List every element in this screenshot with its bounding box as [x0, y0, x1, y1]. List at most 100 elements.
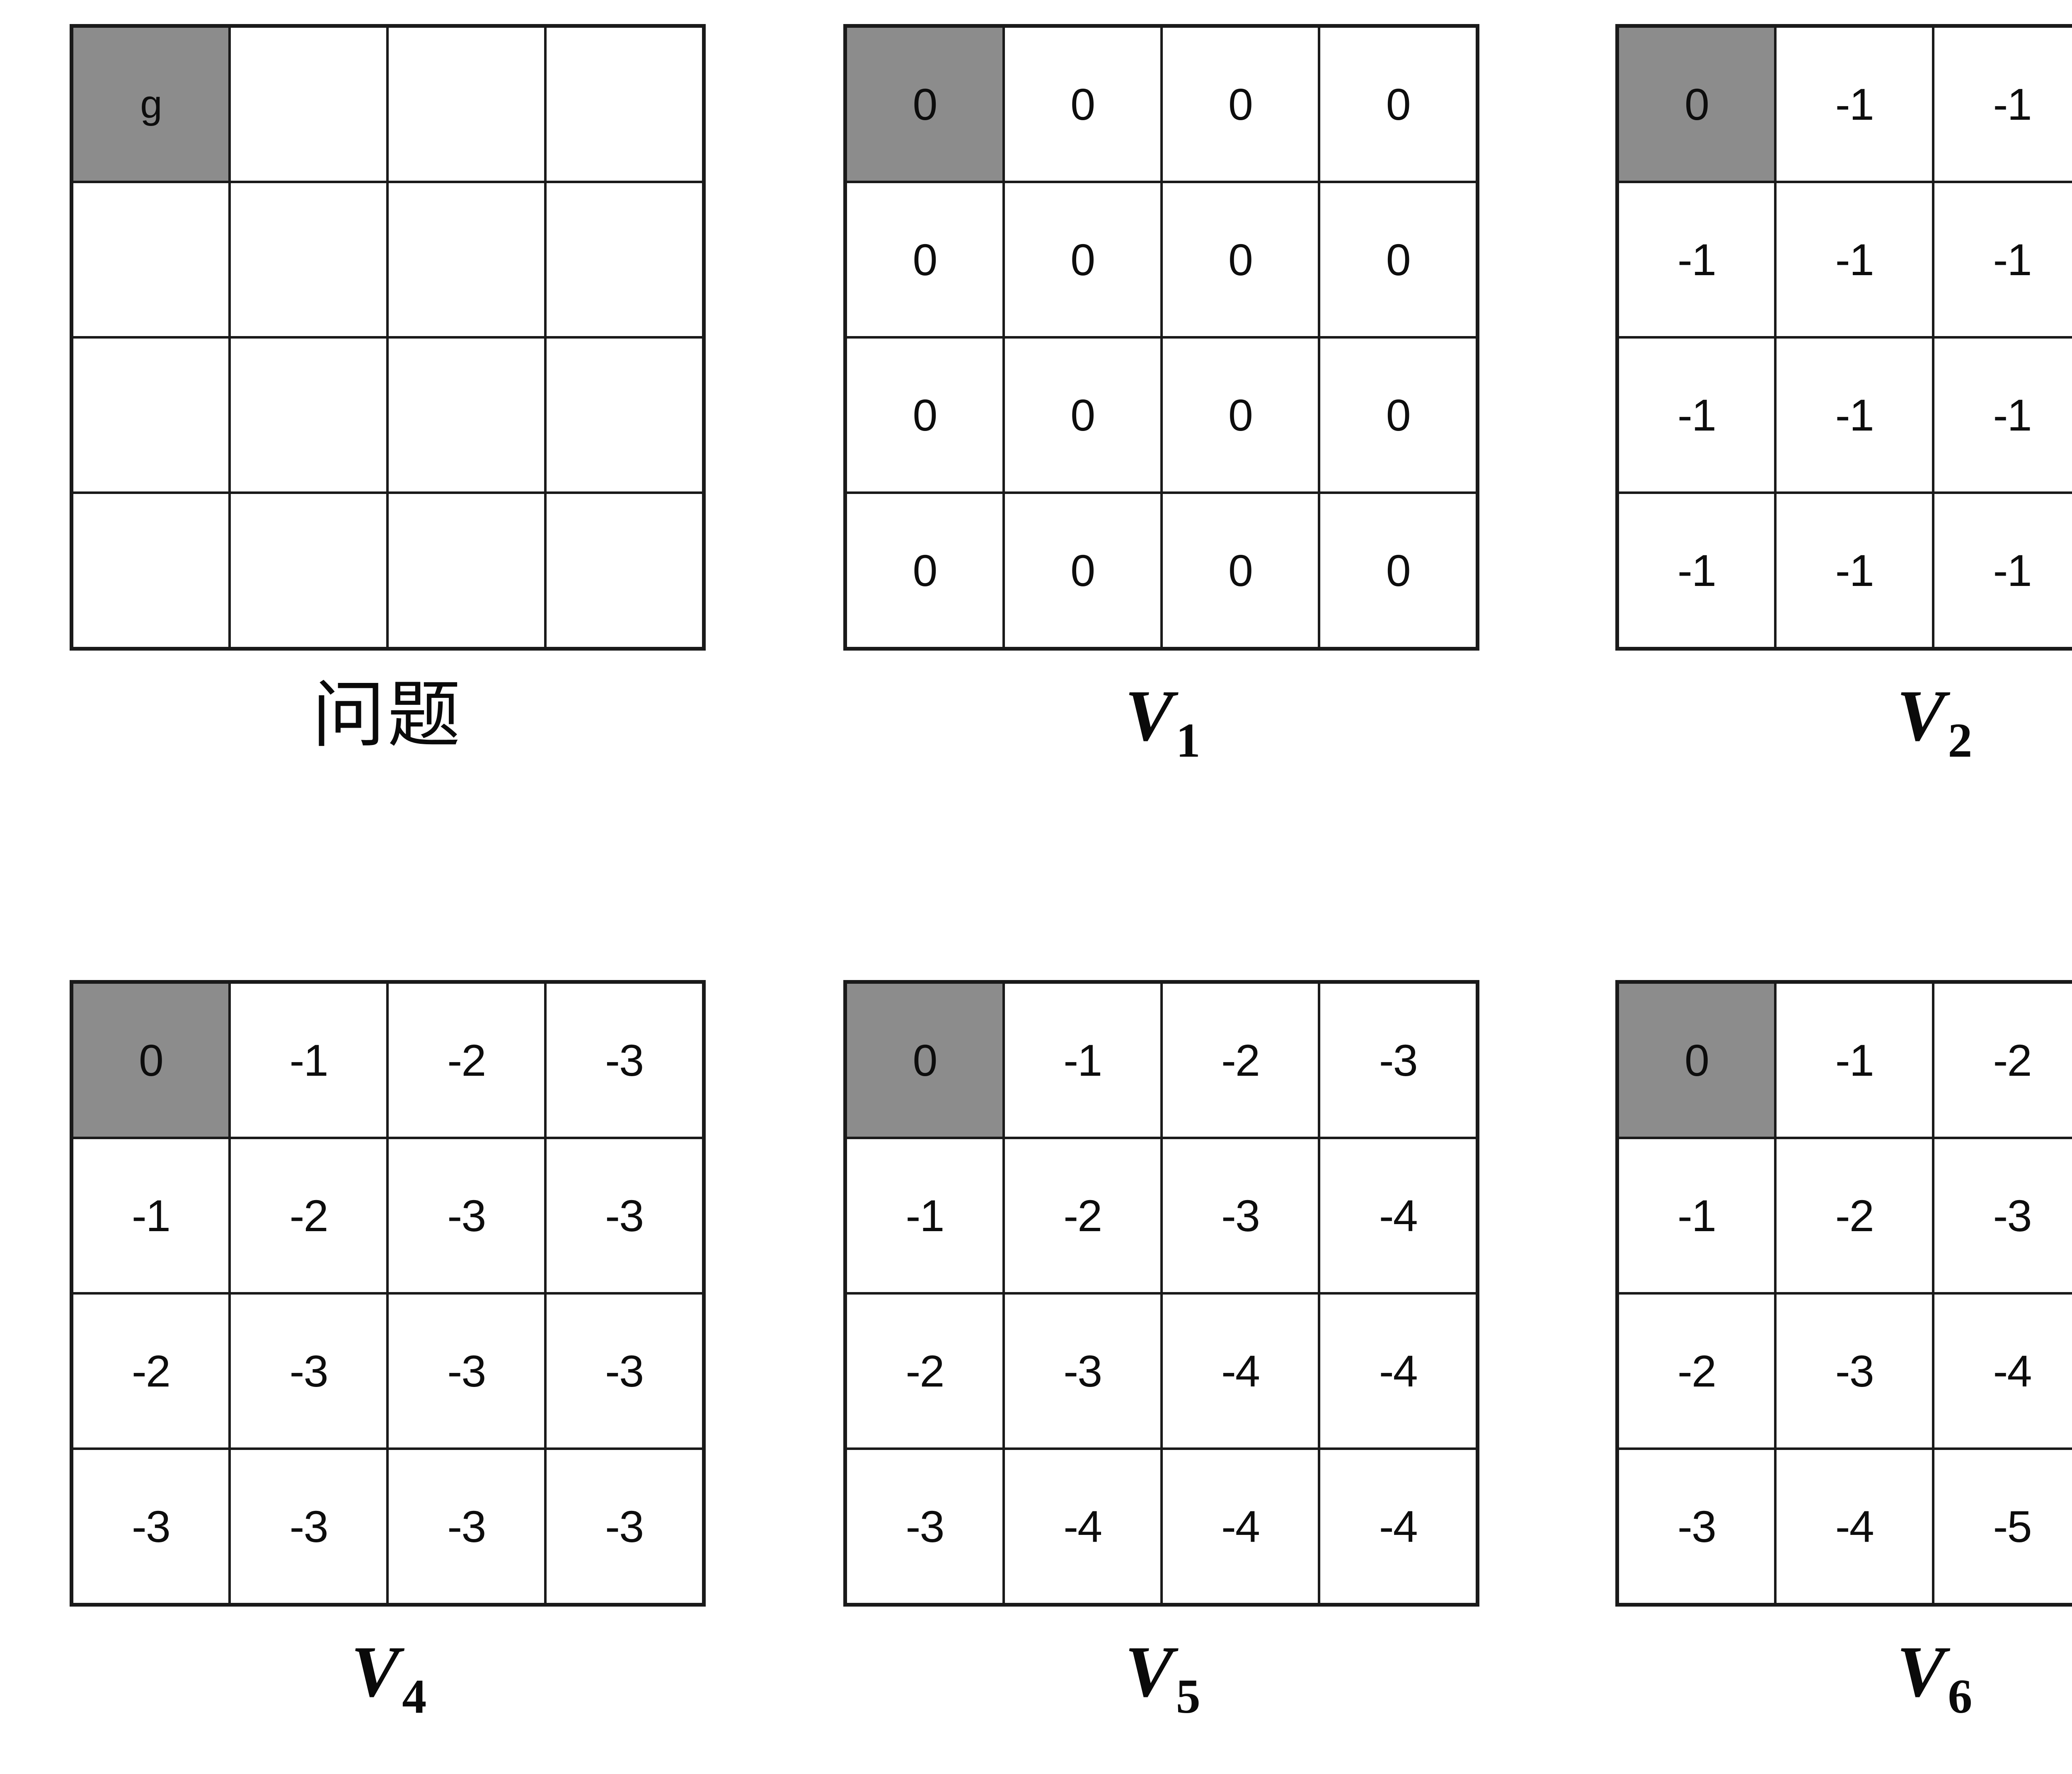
panel-problem: g 问题 — [0, 24, 762, 804]
grid-cell: -1 — [1932, 183, 2072, 336]
grid-cell: -3 — [386, 1139, 544, 1292]
panel-caption-symbol: V6 — [1897, 1636, 1972, 1721]
grid-cell: -2 — [228, 1139, 387, 1292]
value-grid-v2: 0-1-1-1-1-1-1-1-1-1-1-1-1-1-1-1 — [1615, 24, 2072, 651]
grid-cell: -1 — [1774, 339, 1932, 491]
grid-cell-goal: 0 — [847, 984, 1002, 1137]
panel-caption-symbol: V2 — [1897, 680, 1972, 765]
panel-label-v6: V6 — [1897, 1636, 1972, 1760]
grid-cell — [544, 183, 702, 336]
grid-row: -2-3-3-3 — [73, 1292, 702, 1448]
grid-cell: -1 — [847, 1139, 1002, 1292]
grid-cell: -2 — [386, 984, 544, 1137]
grid-row: -1-2-3-4 — [847, 1137, 1476, 1292]
grid-cell-goal: 0 — [1619, 28, 1774, 181]
grid-row: -2-3-4-5 — [1619, 1292, 2072, 1448]
grid-cell — [73, 183, 229, 336]
grid-cell: -3 — [544, 1139, 702, 1292]
grid-row: -1-1-1-1 — [1619, 181, 2072, 336]
grid-cell: 0 — [847, 494, 1002, 647]
panel-caption-subscript: 4 — [402, 1669, 427, 1724]
grid-cell — [73, 494, 229, 647]
grid-cell — [386, 183, 544, 336]
grid-cell: -1 — [1774, 984, 1932, 1137]
value-grid-v5: 0-1-2-3-1-2-3-4-2-3-4-4-3-4-4-4 — [843, 980, 1480, 1607]
grid-row: 0-1-1-1 — [1619, 28, 2072, 181]
panel-label-v5: V5 — [1125, 1636, 1201, 1760]
grid-cell: -3 — [228, 1295, 387, 1448]
grid-cell: -2 — [1932, 984, 2072, 1137]
grid-cell: -4 — [1160, 1295, 1318, 1448]
grid-cell: -2 — [1160, 984, 1318, 1137]
grid-row: -3-4-5-5 — [1619, 1447, 2072, 1603]
grid-row — [73, 181, 702, 336]
grid-cell: -4 — [1002, 1450, 1160, 1603]
grid-cell: 0 — [1318, 494, 1476, 647]
value-grid-v6: 0-1-2-3-1-2-3-4-2-3-4-5-3-4-5-5 — [1615, 980, 2072, 1607]
grid-cell: -2 — [1774, 1139, 1932, 1292]
panel-label-v1: V1 — [1125, 680, 1201, 804]
panel-label-v2: V2 — [1897, 680, 1972, 804]
grid-cell: -4 — [1318, 1450, 1476, 1603]
grid-cell: 0 — [847, 183, 1002, 336]
panel-caption-text: 问题 — [312, 675, 463, 756]
grid-cell: -1 — [1932, 339, 2072, 491]
panel-v2: 0-1-1-1-1-1-1-1-1-1-1-1-1-1-1-1V2 — [1537, 24, 2072, 804]
panel-caption-symbol: V4 — [351, 1636, 426, 1721]
grid-cell: -4 — [1318, 1139, 1476, 1292]
panel-caption-subscript: 1 — [1176, 713, 1201, 767]
grid-cell: -1 — [1619, 183, 1774, 336]
grid-row: -1-2-3-4 — [1619, 1137, 2072, 1292]
grid-cell: -1 — [1002, 984, 1160, 1137]
grid-cell — [544, 339, 702, 491]
grid-cell: -4 — [1774, 1450, 1932, 1603]
grid-cell: -3 — [544, 984, 702, 1137]
grid-cell: 0 — [1160, 183, 1318, 336]
grid-cell: 0 — [1160, 28, 1318, 181]
grid-row: -3-4-4-4 — [847, 1447, 1476, 1603]
panel-caption-subscript: 6 — [1948, 1669, 1973, 1724]
grid-cell — [228, 339, 387, 491]
grid-cell: -4 — [1318, 1295, 1476, 1448]
grid-cell: -1 — [1619, 339, 1774, 491]
grid-cell: 0 — [1002, 494, 1160, 647]
grid-cell: -3 — [1002, 1295, 1160, 1448]
grid-cell: -4 — [1932, 1295, 2072, 1448]
grid-cell: 0 — [1318, 339, 1476, 491]
grid-cell: -3 — [1160, 1139, 1318, 1292]
grid-cell: -3 — [386, 1450, 544, 1603]
grid-cell-goal: 0 — [847, 28, 1002, 181]
grid-cell: -3 — [73, 1450, 229, 1603]
grid-cell — [228, 183, 387, 336]
grid-row: 0-1-2-3 — [847, 984, 1476, 1137]
grid-cell: -3 — [1932, 1139, 2072, 1292]
grid-cell: 0 — [1318, 28, 1476, 181]
grid-cell — [228, 494, 387, 647]
grid-cell: -1 — [1774, 183, 1932, 336]
grid-row: 0-1-2-3 — [73, 984, 702, 1137]
grid-cell: -1 — [1774, 28, 1932, 181]
grid-cell: -3 — [1318, 984, 1476, 1137]
grid-cell — [73, 339, 229, 491]
grid-cell: -1 — [1619, 494, 1774, 647]
panel-caption-subscript: 2 — [1948, 713, 1973, 767]
grid-cell: -1 — [1774, 494, 1932, 647]
grid-cell: -3 — [1619, 1450, 1774, 1603]
grid-cell: -2 — [1002, 1139, 1160, 1292]
grid-cell: 0 — [1002, 28, 1160, 181]
panel-caption-base: V — [351, 1631, 400, 1713]
grid-cell — [386, 339, 544, 491]
panel-caption-subscript: 5 — [1176, 1669, 1201, 1724]
grid-row: g — [73, 28, 702, 181]
grid-cell: -1 — [1932, 28, 2072, 181]
grid-row: 0-1-2-3 — [1619, 984, 2072, 1137]
grid-cell: -3 — [847, 1450, 1002, 1603]
